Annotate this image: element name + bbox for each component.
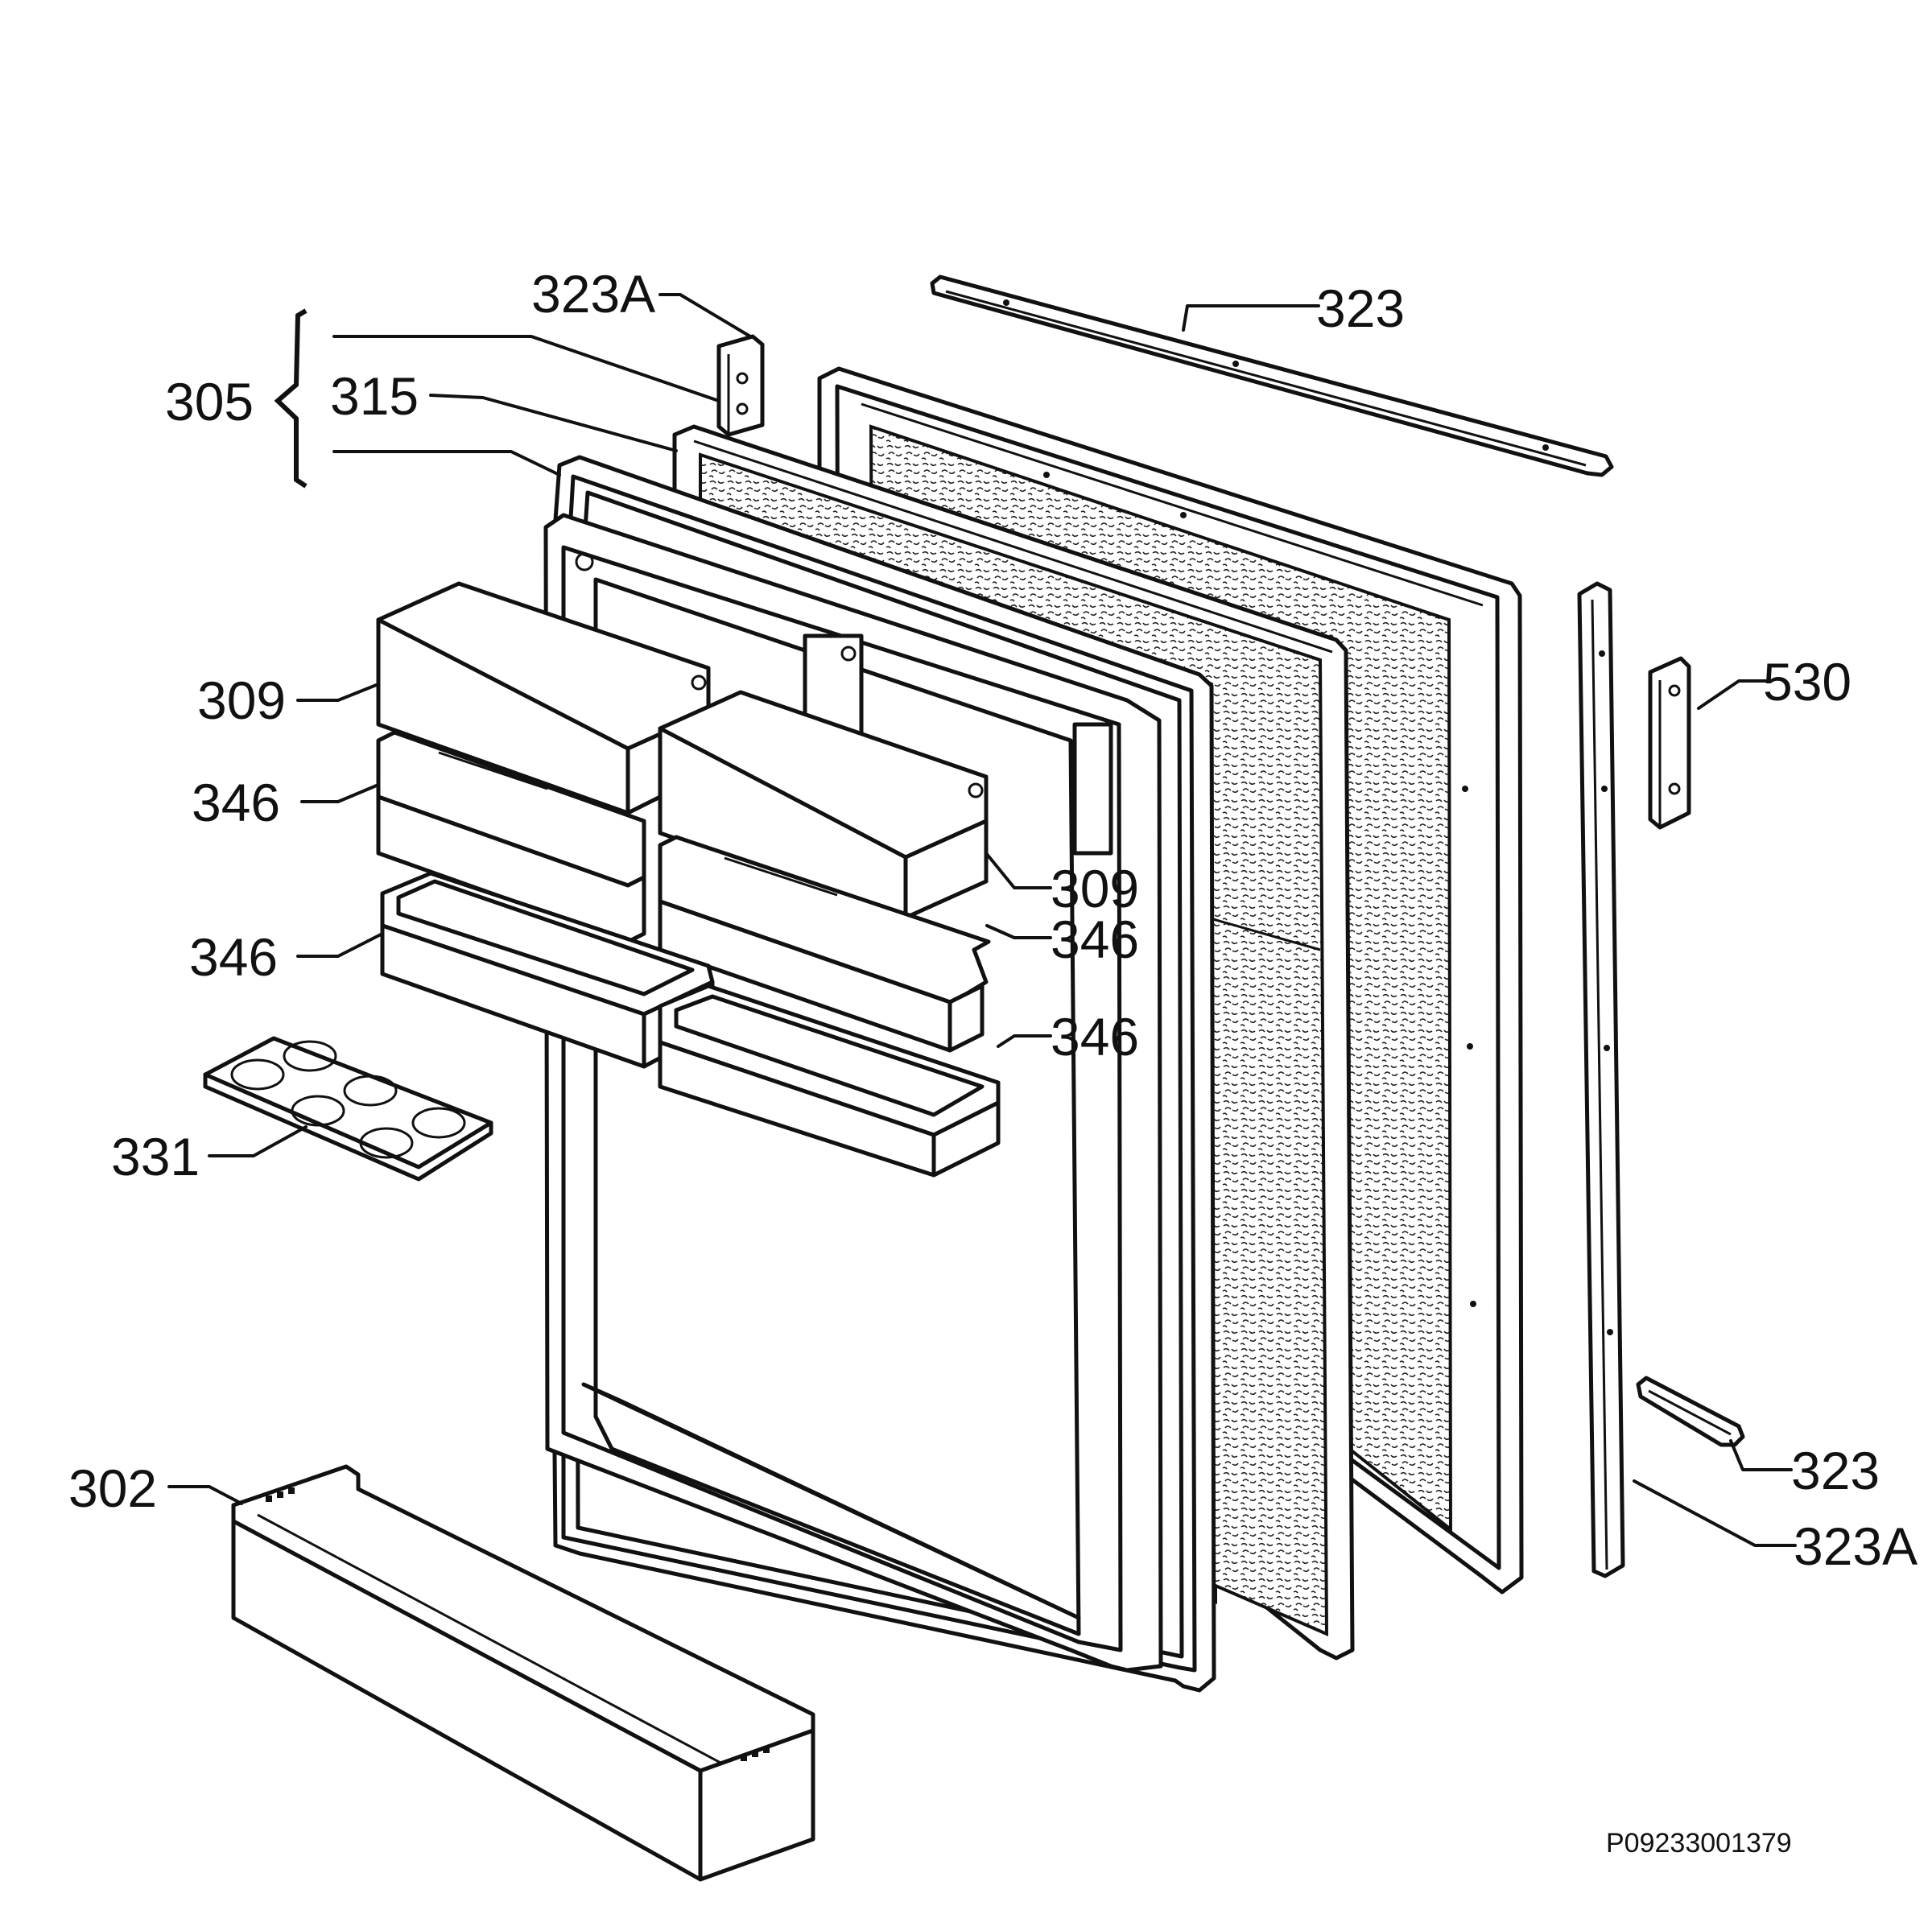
upper-right-shelf-part (658, 835, 991, 1053)
label-309-right: 309 (1051, 859, 1139, 918)
bottom-rail-part (1636, 1376, 1745, 1447)
top-hinge-bracket-part (716, 334, 765, 437)
middle-right-shelf-part (658, 984, 1001, 1178)
label-346-b: 346 (189, 927, 278, 987)
reference-code: P09233001379 (1606, 1828, 1792, 1859)
hinge-plate-part (1648, 656, 1691, 830)
label-346-a: 346 (192, 773, 280, 832)
label-323-bottom: 323 (1791, 1441, 1880, 1500)
label-530: 530 (1763, 652, 1852, 712)
group-brace (274, 308, 308, 489)
label-323a-top: 323A (531, 264, 655, 324)
label-331: 331 (111, 1127, 200, 1186)
egg-tray-part (203, 1036, 493, 1182)
label-305: 305 (165, 372, 254, 431)
label-323a-bottom: 323A (1794, 1516, 1918, 1576)
label-346-d: 346 (1051, 1007, 1139, 1066)
label-302: 302 (68, 1458, 157, 1518)
side-trim-strip-part (1577, 581, 1625, 1578)
leader-lines (167, 293, 1797, 1547)
top-rail-part (930, 274, 1614, 477)
upper-right-covered-bin-part (658, 690, 989, 920)
label-315: 315 (330, 366, 419, 426)
part-labels: 323A 323 305 315 309 346 346 331 302 530… (68, 264, 1918, 1859)
label-309-left: 309 (197, 670, 286, 730)
label-323-top: 323 (1316, 278, 1405, 338)
bottle-shelf-part (231, 1464, 815, 1882)
label-346-c: 346 (1051, 910, 1139, 969)
